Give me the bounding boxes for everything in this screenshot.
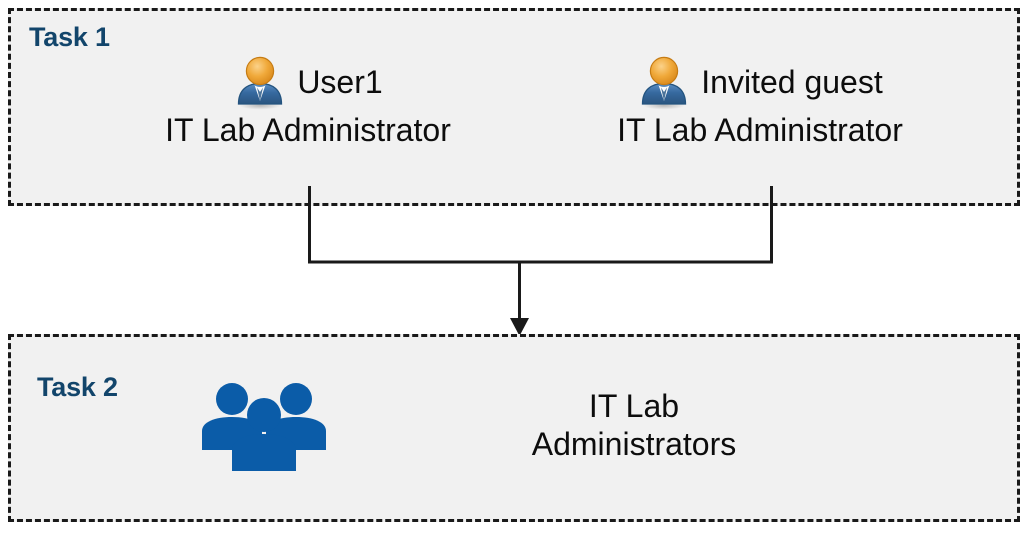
task-1-member-user1: User1 IT Lab Administrator bbox=[128, 52, 488, 148]
member-header: User1 bbox=[128, 52, 488, 112]
task-2-container bbox=[8, 334, 1020, 522]
user-icon bbox=[637, 54, 691, 110]
member-header: Invited guest bbox=[580, 52, 940, 112]
task-1-container bbox=[8, 8, 1020, 206]
member-role: IT Lab Administrator bbox=[617, 112, 903, 148]
group-name: IT Lab Administrators bbox=[531, 388, 737, 462]
task-2-label: Task 2 bbox=[37, 372, 118, 402]
task-1-member-invited-guest: Invited guest IT Lab Administrator bbox=[580, 52, 940, 148]
user-icon bbox=[233, 54, 287, 110]
task-1-label: Task 1 bbox=[29, 22, 110, 52]
member-name: User1 bbox=[297, 64, 383, 100]
member-name: Invited guest bbox=[701, 64, 883, 100]
group-of-people-icon bbox=[200, 378, 328, 474]
member-role: IT Lab Administrator bbox=[165, 112, 451, 148]
task-2-group: IT Lab Administrators bbox=[200, 378, 820, 474]
